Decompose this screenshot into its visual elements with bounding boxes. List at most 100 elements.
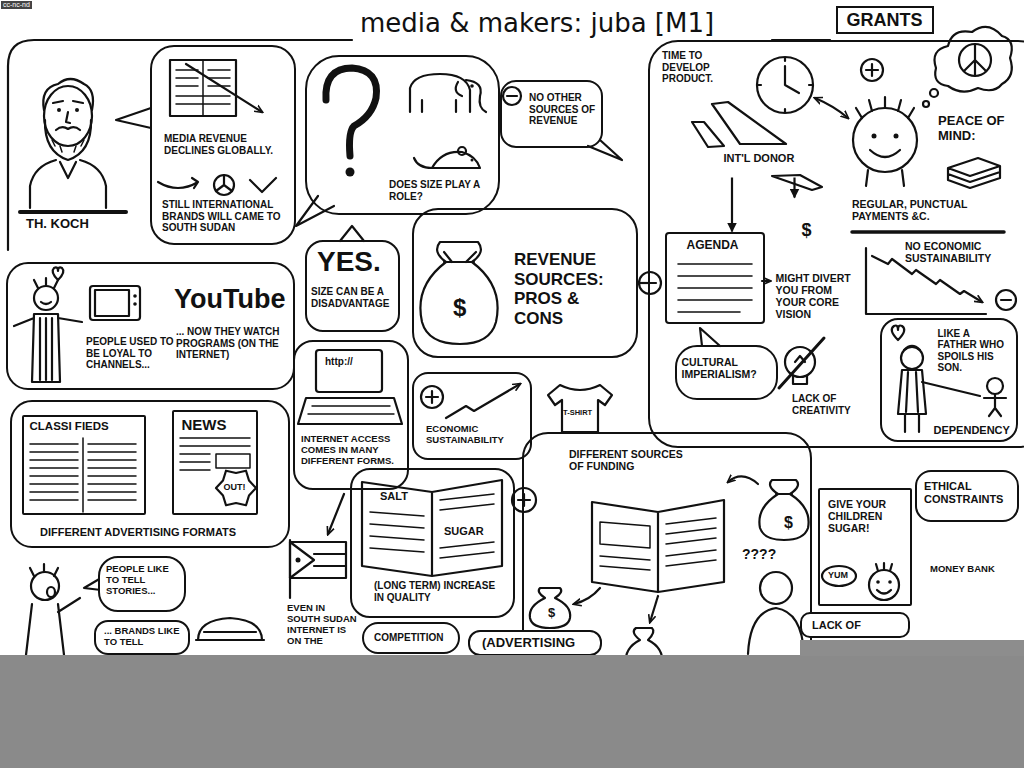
newspaper-icon bbox=[170, 60, 262, 116]
node-text: (ADVERTISING bbox=[482, 636, 575, 651]
speech-bubble: DOES SIZE PLAY A ROLE? bbox=[305, 55, 500, 215]
node-subtext: YouTube bbox=[174, 284, 285, 315]
node-text: NEWS bbox=[182, 416, 227, 433]
node-text: DOES SIZE PLAY A ROLE? bbox=[389, 179, 489, 202]
speech-bubble: YES.SIZE CAN BE A DISADVANTAGE bbox=[305, 240, 400, 332]
plus-symbol bbox=[866, 64, 878, 76]
free-note: PEACE OF MIND: bbox=[938, 114, 1020, 144]
node-text: COMPETITION bbox=[374, 632, 443, 644]
peace-cloud bbox=[959, 44, 991, 76]
south-sudan-flag bbox=[296, 558, 301, 563]
mouse-icon bbox=[471, 159, 474, 162]
viewer-figure bbox=[34, 278, 58, 304]
storyteller-figure bbox=[26, 564, 101, 655]
peace-cloud bbox=[935, 27, 1012, 92]
newspaper-lines bbox=[216, 471, 256, 506]
node-subtext: YUM bbox=[828, 570, 848, 580]
plus-symbol bbox=[861, 59, 883, 81]
clock-icon bbox=[815, 98, 848, 118]
newspaper-icon bbox=[186, 64, 262, 112]
speaker-portrait bbox=[43, 79, 93, 110]
clock-icon bbox=[757, 57, 848, 118]
brand-logos bbox=[214, 175, 234, 195]
speaker-portrait bbox=[20, 210, 126, 214]
speaker-portrait bbox=[57, 108, 61, 112]
happy-face bbox=[923, 101, 929, 107]
page-title: media & makers: juba [M1] bbox=[360, 8, 714, 38]
node-text: PEOPLE LIKE TO TELL STORIES... bbox=[106, 564, 180, 597]
south-sudan-flag bbox=[290, 542, 346, 578]
funding-cycle bbox=[760, 572, 792, 604]
node-text: INT'L DONOR bbox=[724, 152, 795, 165]
book-icon bbox=[362, 480, 502, 576]
free-note: LACK OF CREATIVITY bbox=[792, 393, 872, 416]
node-subtext: SUGAR bbox=[444, 525, 484, 538]
poster-art bbox=[876, 563, 892, 594]
storyteller-figure bbox=[26, 564, 80, 655]
peace-cloud bbox=[935, 27, 1012, 92]
note-box: (ADVERTISING bbox=[468, 630, 602, 656]
t-shirt-icon bbox=[548, 385, 612, 432]
dependency-box: LIKE A FATHER WHO SPOILS HIS SON.DEPENDE… bbox=[880, 318, 1018, 442]
plus-symbol bbox=[861, 59, 883, 81]
payment-stack bbox=[852, 158, 1004, 232]
declining-chart bbox=[996, 290, 1016, 310]
speaker-portrait bbox=[45, 120, 91, 160]
topic-box: $REVENUE SOURCES: PROS & CONS bbox=[412, 208, 638, 358]
free-note: EVEN IN SOUTH SUDAN INTERNET IS ON THE bbox=[287, 603, 359, 647]
grey-band bbox=[0, 655, 1024, 768]
money-bag-icon bbox=[420, 242, 497, 344]
laptop-icon bbox=[328, 494, 344, 534]
funding-cycle bbox=[600, 518, 716, 570]
question-bubble-art bbox=[346, 168, 355, 177]
node-text: DIFFERENT ADVERTISING FORMATS bbox=[40, 526, 285, 539]
brand-logos bbox=[158, 178, 198, 188]
mouse-icon bbox=[414, 147, 480, 168]
free-note: TIME TO DEVELOP PRODUCT. bbox=[662, 50, 742, 85]
node-text: CLASSI FIEDS bbox=[30, 420, 140, 433]
newspaper-icon bbox=[176, 60, 230, 116]
book-icon bbox=[362, 480, 502, 576]
poster-art bbox=[888, 580, 892, 584]
funding-cycle bbox=[518, 494, 530, 506]
father-and-son bbox=[984, 394, 1006, 416]
connector bbox=[793, 178, 795, 198]
poster-art bbox=[822, 566, 856, 586]
node-subtext: INTERNET ACCESS COMES IN MANY DIFFERENT … bbox=[301, 434, 403, 467]
happy-face bbox=[872, 134, 877, 139]
speech-bubble: PEOPLE LIKE TO TELL STORIES... bbox=[98, 556, 186, 612]
channels-panel: PEOPLE USED TO BE LOYAL TO CHANNELS...Yo… bbox=[6, 262, 295, 390]
poster-art bbox=[869, 570, 899, 600]
minus-symbol bbox=[588, 140, 622, 160]
tv-icon bbox=[90, 286, 140, 320]
speaker-portrait bbox=[56, 127, 80, 130]
laptop-icon bbox=[298, 398, 402, 424]
father-and-son bbox=[922, 382, 980, 396]
airplane-wings bbox=[692, 102, 822, 190]
happy-face bbox=[930, 89, 938, 97]
elephant-icon bbox=[456, 80, 486, 112]
money-bag: $MIGHT DIVERT YOU FROM YOUR CORE VISION bbox=[762, 198, 865, 340]
airplane-wings bbox=[692, 122, 724, 147]
clock-icon bbox=[757, 57, 813, 113]
free-note: TH. KOCH bbox=[26, 217, 89, 232]
bowl-icon bbox=[196, 618, 264, 640]
peace-cloud bbox=[964, 44, 986, 76]
node-subtext: $ bbox=[548, 606, 555, 621]
south-sudan-flag bbox=[290, 540, 346, 598]
viewer-figure bbox=[34, 286, 58, 310]
node-text: http:// bbox=[325, 356, 353, 368]
bubble-tail bbox=[116, 108, 151, 128]
poster-box: GIVE YOUR CHILDREN SUGAR!YUM bbox=[818, 488, 912, 606]
tv-icon bbox=[133, 302, 137, 306]
brand-logos bbox=[216, 175, 232, 191]
bubble-tail bbox=[340, 226, 364, 241]
speech-bubble: CULTURAL IMPERIALISM? bbox=[675, 345, 778, 400]
ads-panel: CLASSI FIEDSNEWSOUT!DIFFERENT ADVERTISIN… bbox=[10, 400, 290, 548]
node-text: DIFFERENT SOURCES OF FUNDING bbox=[569, 448, 684, 472]
node-subtext: REVENUE SOURCES: PROS & CONS bbox=[514, 250, 632, 328]
south-sudan-flag bbox=[290, 542, 346, 578]
elephant-icon bbox=[410, 74, 470, 112]
speaker-portrait bbox=[52, 140, 84, 152]
